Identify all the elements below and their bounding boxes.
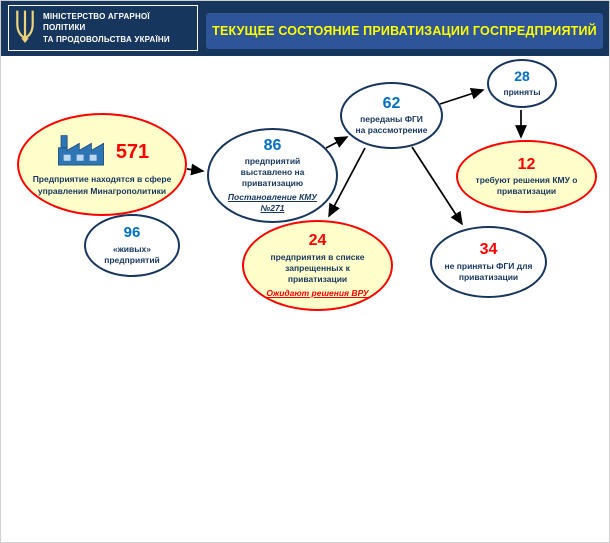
node-571-header-row: 571 xyxy=(55,132,149,172)
node-571-enterprises: 571 Предприятие находятся в сфере управл… xyxy=(17,113,187,216)
node-34-not-accepted-by-spf: 34 не приняты ФГИ для приватизации xyxy=(430,226,547,298)
node-12-label: требуют решения КМУ о приватизации xyxy=(475,175,578,197)
node-24-banned-list: 24 предприятия в списке запрещенных к пр… xyxy=(242,220,393,311)
node-28-accepted: 28 приняты xyxy=(487,59,557,108)
node-34-label: не приняты ФГИ для приватизации xyxy=(444,260,533,282)
node-62-transferred-to-spf: 62 переданы ФГИ на рассмотрение xyxy=(340,82,443,149)
node-62-value: 62 xyxy=(382,94,401,112)
node-12-value: 12 xyxy=(517,155,536,173)
ministry-line2: ПОЛІТИКИ xyxy=(43,23,86,33)
node-86-value: 86 xyxy=(263,136,282,154)
ministry-emblem: МІНІСТЕРСТВО АГРАРНОЇ ПОЛІТИКИ ТА ПРОДОВ… xyxy=(8,5,198,51)
header-bar: МІНІСТЕРСТВО АГРАРНОЇ ПОЛІТИКИ ТА ПРОДОВ… xyxy=(1,1,609,56)
factory-icon xyxy=(55,132,107,172)
arrow-571-86 xyxy=(186,163,205,176)
node-571-label: Предприятие находятся в сфере управления… xyxy=(32,174,172,196)
node-86-resolution-note: Постановление КМУ №271 xyxy=(227,192,318,214)
node-96-label: «живых» предприятий xyxy=(104,243,160,265)
ministry-line3: ТА ПРОДОВОЛЬСТВА УКРАЇНИ xyxy=(43,34,170,44)
node-24-label: предприятия в списке запрещенных к прива… xyxy=(270,251,365,284)
node-96-live-enterprises: 96 «живых» предприятий xyxy=(84,214,180,277)
ukraine-trident-icon xyxy=(14,8,36,49)
ministry-line1: МІНІСТЕРСТВО АГРАРНОЇ xyxy=(43,11,150,21)
ministry-name: МІНІСТЕРСТВО АГРАРНОЇ ПОЛІТИКИ ТА ПРОДОВ… xyxy=(43,11,170,46)
node-571-value: 571 xyxy=(115,141,150,164)
node-28-value: 28 xyxy=(514,68,530,85)
node-12-require-cmu-decision: 12 требуют решения КМУ о приватизации xyxy=(456,140,597,213)
slide-title: ТЕКУЩЕЕ СОСТОЯНИЕ ПРИВАТИЗАЦИИ ГОСПРЕДПР… xyxy=(212,24,597,38)
node-96-value: 96 xyxy=(123,224,141,242)
arrow-86-62 xyxy=(325,136,349,149)
arrow-62-34 xyxy=(411,146,463,226)
node-24-vru-note: Ожидают решения ВРУ xyxy=(266,287,369,298)
node-86-put-up-for-privatization: 86 предприятий выставлено на приватизаци… xyxy=(207,128,338,223)
node-34-value: 34 xyxy=(479,241,498,259)
node-28-label: приняты xyxy=(503,86,541,97)
node-86-label: предприятий выставлено на приватизацию xyxy=(240,156,305,189)
slide-title-bar: ТЕКУЩЕЕ СОСТОЯНИЕ ПРИВАТИЗАЦИИ ГОСПРЕДПР… xyxy=(206,13,603,49)
node-24-value: 24 xyxy=(308,232,327,250)
arrow-62-28 xyxy=(439,88,485,105)
node-62-label: переданы ФГИ на рассмотрение xyxy=(355,114,428,136)
